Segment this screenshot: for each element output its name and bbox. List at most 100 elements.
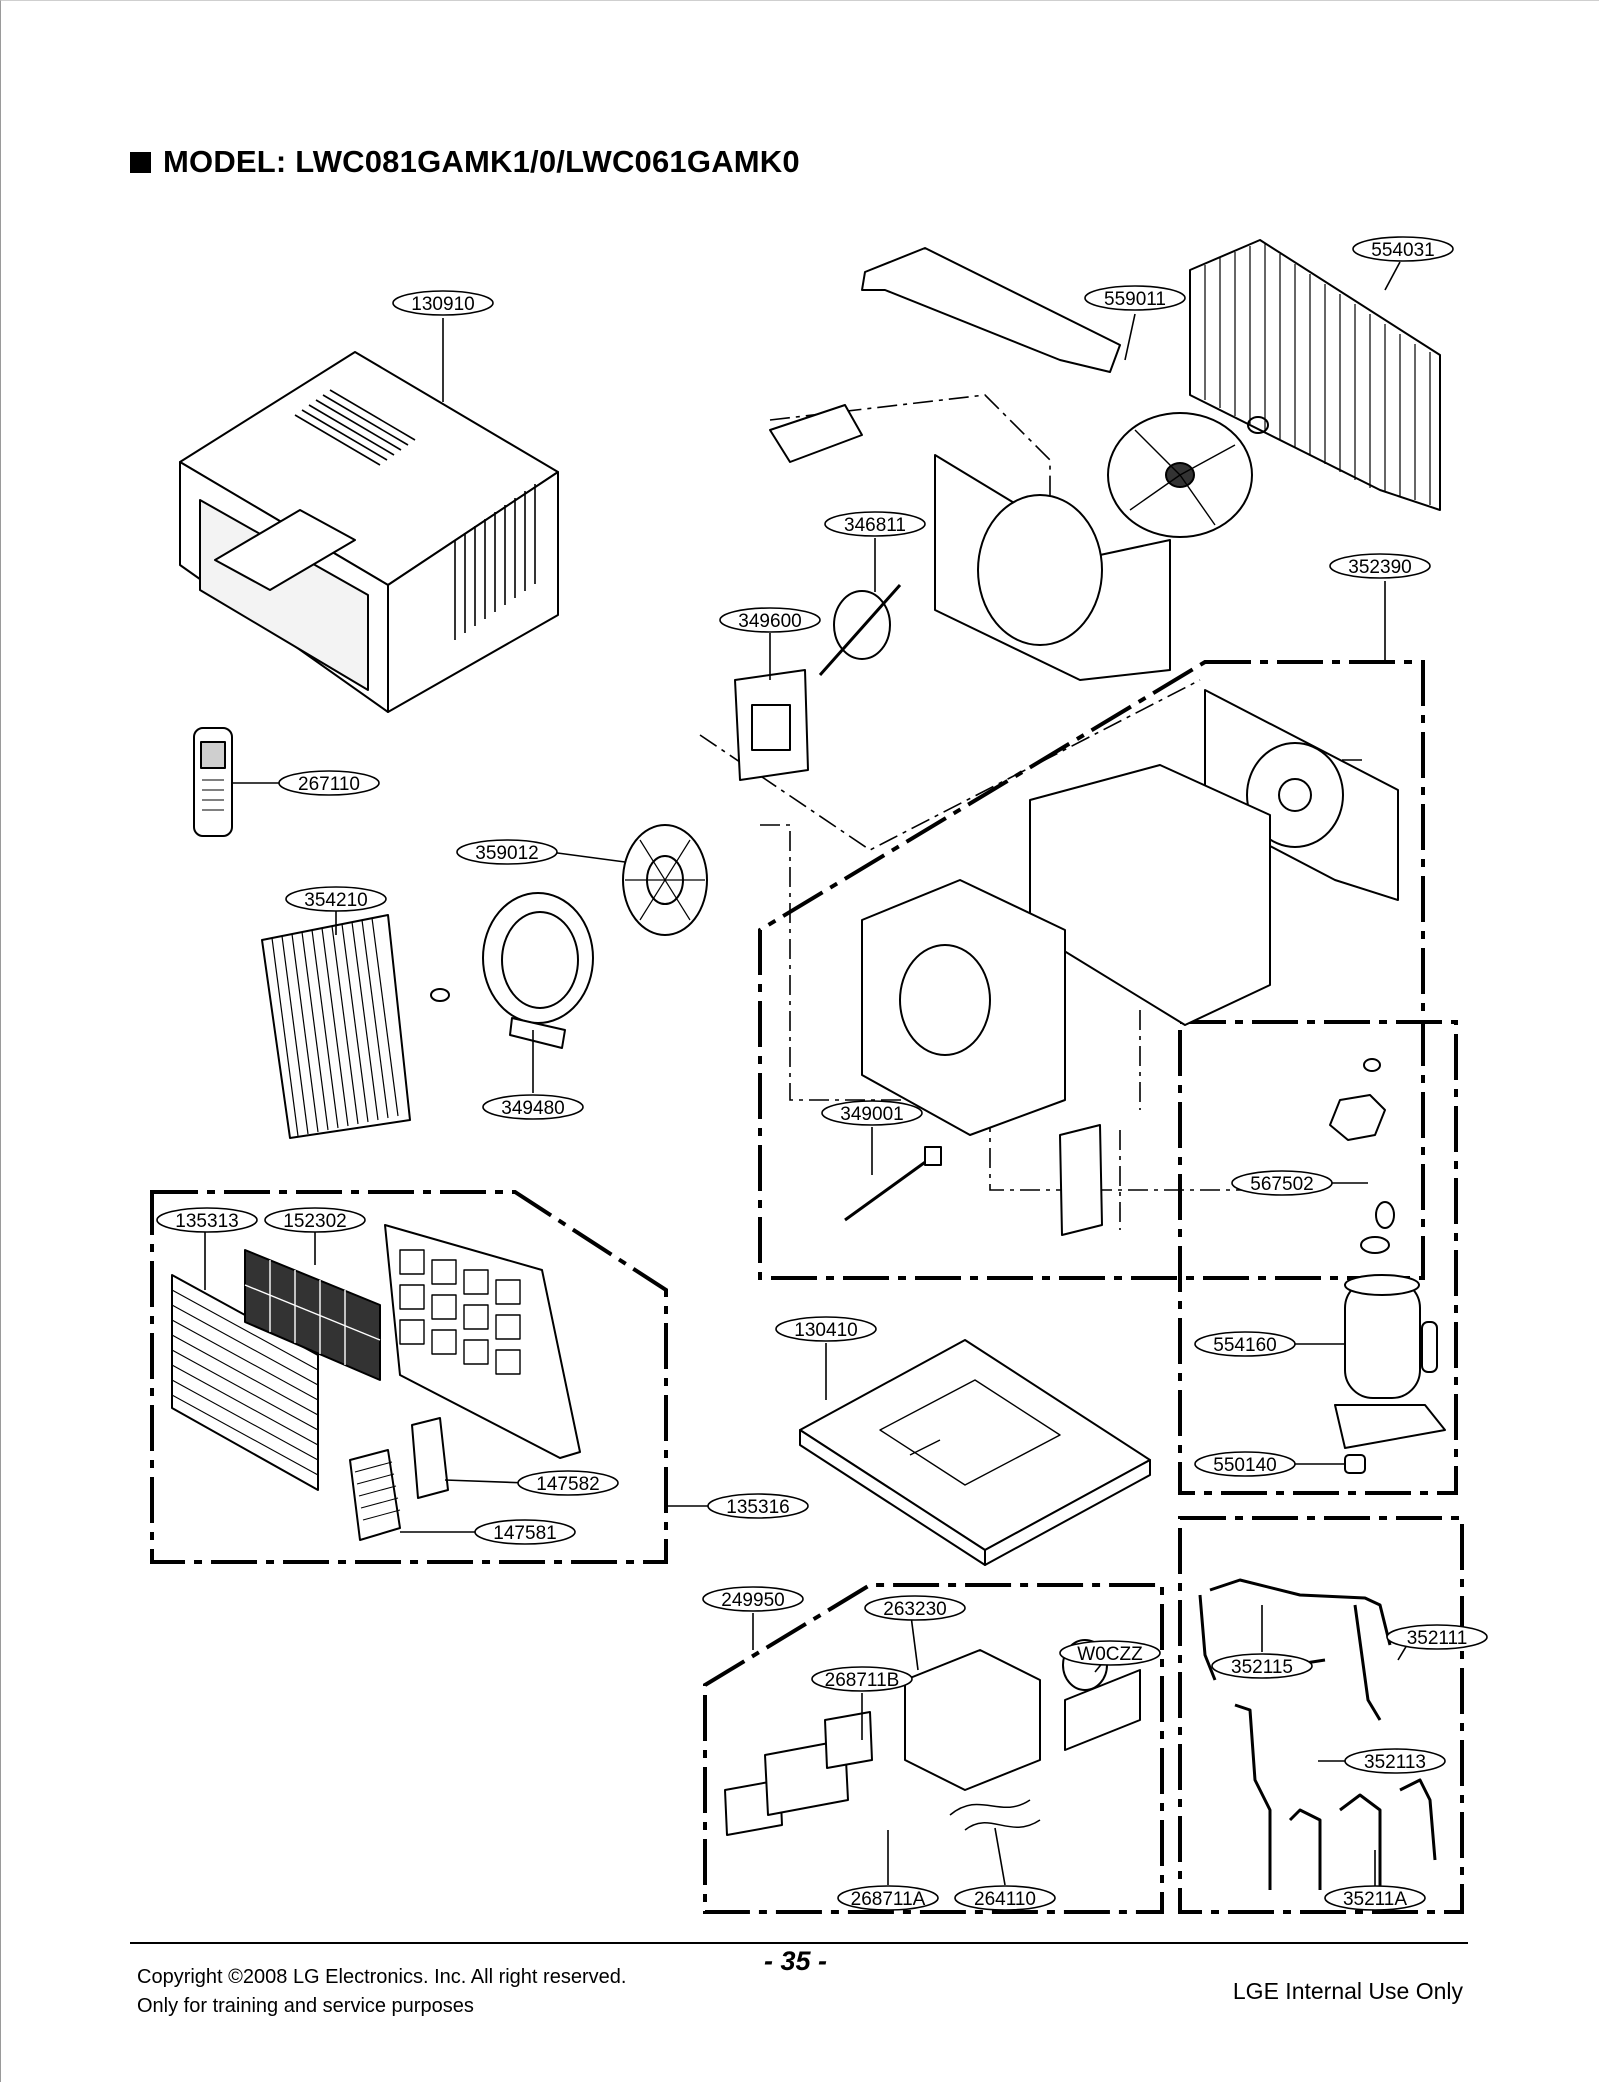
shroud-part xyxy=(934,454,1171,681)
part-callout: 559011 xyxy=(1084,285,1186,311)
remote-control-part xyxy=(193,727,233,837)
part-callout: 147582 xyxy=(517,1470,619,1496)
front-panel-part xyxy=(384,1224,581,1459)
part-callout: 349600 xyxy=(719,607,821,633)
part-callout: 349001 xyxy=(821,1100,923,1126)
air-filter-part xyxy=(244,1249,381,1381)
leader-lines xyxy=(204,261,1414,1890)
part-number-label: 249950 xyxy=(721,1590,784,1611)
base-pan-part xyxy=(799,1339,1151,1566)
callout-oval xyxy=(775,1316,877,1342)
group-box-352390 xyxy=(758,660,1425,1280)
orifice-ring-part xyxy=(482,892,594,1049)
callout-oval xyxy=(482,1094,584,1120)
part-callout: 135316 xyxy=(707,1493,809,1519)
callout-oval xyxy=(864,1595,966,1621)
footer-copyright: Copyright ©2008 LG Electronics. Inc. All… xyxy=(137,1966,627,1988)
part-number-label: 554031 xyxy=(1371,240,1434,261)
blower-wheel-part xyxy=(622,824,708,936)
part-callout: 147581 xyxy=(474,1519,576,1545)
page-title: MODEL: LWC081GAMK1/0/LWC061GAMK0 xyxy=(130,144,800,180)
part-number-label: 267110 xyxy=(298,774,360,795)
part-callout: 550140 xyxy=(1194,1451,1296,1477)
callout-oval xyxy=(278,770,380,796)
part-number-label: 130910 xyxy=(411,294,474,315)
callout-oval xyxy=(821,1100,923,1126)
part-callout: 554160 xyxy=(1194,1331,1296,1357)
scroll-housing-part xyxy=(861,689,1399,1236)
part-number-label: 352113 xyxy=(1364,1752,1426,1773)
callout-oval xyxy=(156,1207,258,1233)
part-number-label: 354210 xyxy=(304,890,367,911)
motor-mount-part xyxy=(734,669,809,781)
callout-oval xyxy=(719,607,821,633)
callout-oval xyxy=(1352,236,1454,262)
callout-oval xyxy=(702,1586,804,1612)
part-callout: 352390 xyxy=(1329,553,1431,579)
part-number-label: 352111 xyxy=(1407,1628,1468,1649)
part-callout: 352115 xyxy=(1211,1653,1313,1679)
callout-oval xyxy=(456,839,558,865)
part-number-label: 349480 xyxy=(501,1098,564,1119)
part-callout: 354210 xyxy=(285,886,387,912)
part-number-label: 352115 xyxy=(1231,1657,1293,1678)
part-number-label: 130410 xyxy=(794,1320,857,1341)
part-number-label: 268711B xyxy=(825,1670,900,1691)
callout-oval xyxy=(837,1885,939,1911)
part-number-label: 554160 xyxy=(1213,1335,1276,1356)
part-callout: 35211A xyxy=(1324,1885,1426,1911)
part-number-label: 567502 xyxy=(1250,1174,1313,1195)
callout-oval xyxy=(1344,1748,1446,1774)
footer-rule xyxy=(130,1942,1468,1944)
louver-part xyxy=(349,1417,449,1541)
part-callout: 152302 xyxy=(264,1207,366,1233)
callout-oval xyxy=(1059,1640,1161,1666)
part-callout: 135313 xyxy=(156,1207,258,1233)
callout-oval xyxy=(811,1666,913,1692)
part-callout: W0CZZ xyxy=(1059,1640,1161,1666)
part-callout: 567502 xyxy=(1231,1170,1333,1196)
callout-oval xyxy=(1231,1170,1333,1196)
part-callout: 267110 xyxy=(278,770,380,796)
evaporator-coil-part xyxy=(261,914,450,1139)
compressor-part xyxy=(1329,1058,1446,1474)
footer-copyright-block: Copyright ©2008 LG Electronics. Inc. All… xyxy=(137,1963,626,2021)
page-number: - 35 - xyxy=(764,1946,828,1976)
part-callout: 349480 xyxy=(482,1094,584,1120)
group-box-249950 xyxy=(703,1583,1164,1914)
air-guide-part xyxy=(861,247,1121,373)
part-number-label: 268711A xyxy=(851,1889,926,1910)
part-number-label: 35211A xyxy=(1343,1889,1407,1910)
refrigerant-tubes-part xyxy=(1198,1578,1437,1890)
part-number-label: 263230 xyxy=(883,1599,946,1620)
part-callout: 268711A xyxy=(837,1885,939,1911)
callout-oval xyxy=(285,886,387,912)
part-number-label: 135316 xyxy=(726,1497,789,1518)
part-number-label: 352390 xyxy=(1348,557,1411,578)
part-number-label: 550140 xyxy=(1213,1455,1276,1476)
callout-oval xyxy=(954,1885,1056,1911)
part-callout: 130410 xyxy=(775,1316,877,1342)
callout-oval xyxy=(1324,1885,1426,1911)
part-callout: 249950 xyxy=(702,1586,804,1612)
part-number-label: 349001 xyxy=(840,1104,903,1125)
part-number-label: 359012 xyxy=(475,843,538,864)
control-box-part xyxy=(724,1639,1141,1836)
callout-oval xyxy=(1211,1653,1313,1679)
part-callout: 346811 xyxy=(824,511,926,537)
part-callout: 352113 xyxy=(1344,1748,1446,1774)
callout-oval xyxy=(1194,1331,1296,1357)
part-callout: 554031 xyxy=(1352,236,1454,262)
part-number-label: 135313 xyxy=(175,1211,238,1232)
fan-motor-part xyxy=(818,584,902,676)
part-callout: 130910 xyxy=(392,290,494,316)
callout-oval xyxy=(1386,1624,1488,1650)
cabinet-part xyxy=(179,351,559,713)
part-number-label: 152302 xyxy=(283,1211,346,1232)
thermistor-part xyxy=(844,1146,942,1222)
callout-oval xyxy=(1329,553,1431,579)
part-callout: 264110 xyxy=(954,1885,1056,1911)
callout-oval xyxy=(707,1493,809,1519)
part-number-label: 559011 xyxy=(1104,289,1166,310)
